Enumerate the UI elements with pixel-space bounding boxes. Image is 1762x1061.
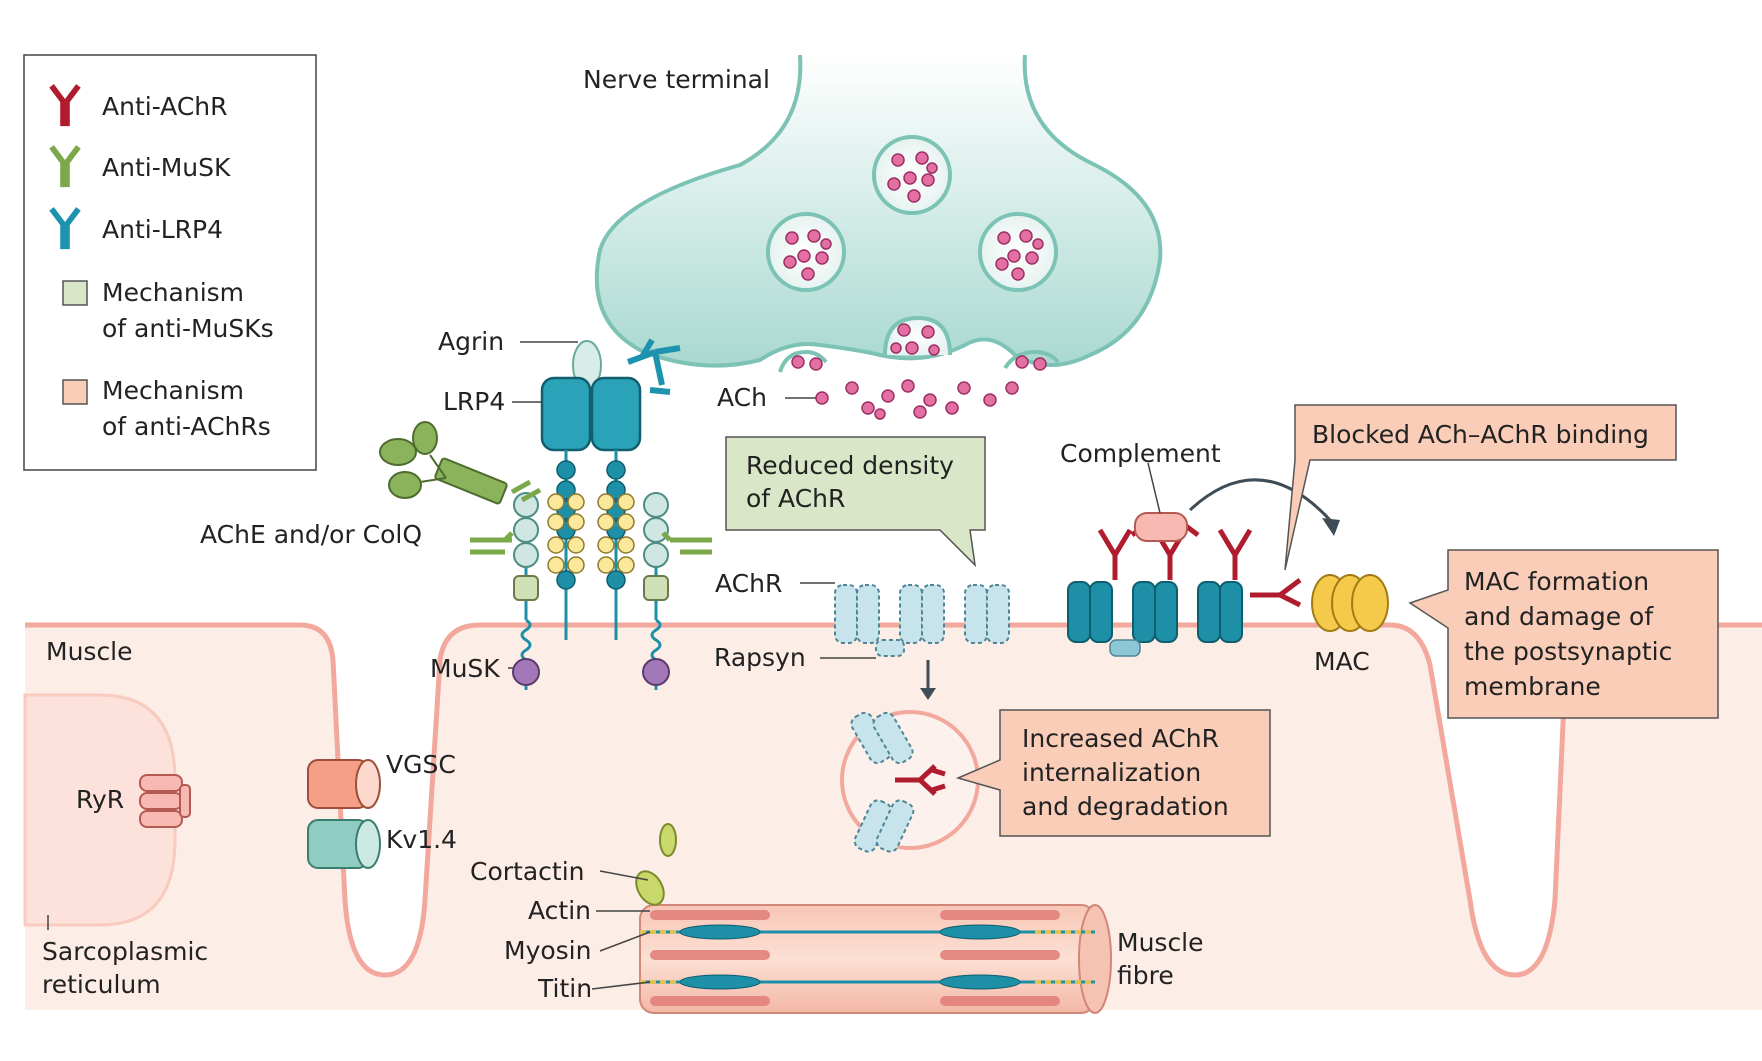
nerve-terminal <box>594 54 1163 368</box>
label-mac: MAC <box>1314 647 1370 676</box>
square-swatch-icon <box>62 379 88 405</box>
callout-text: and damage of <box>1464 602 1654 631</box>
label-fibre-1: Muscle <box>1117 928 1204 957</box>
callout-text: and degradation <box>1022 792 1229 821</box>
label-complement: Complement <box>1060 439 1221 468</box>
label-muscle: Muscle <box>46 637 133 666</box>
callout-internalization: Increased AChR internalization and degra… <box>955 709 1271 837</box>
ach-molecules <box>783 151 1047 420</box>
legend-label-mech-achr-2: of anti-AChRs <box>102 412 271 441</box>
callout-text: membrane <box>1464 672 1601 701</box>
ryr <box>139 774 191 828</box>
legend-label-mech-musk-1: Mechanism <box>102 278 244 307</box>
vgsc <box>307 759 381 809</box>
callout-text: MAC formation <box>1464 567 1649 596</box>
achr-faded <box>834 584 1010 657</box>
sarcoplasmic-reticulum <box>23 693 177 927</box>
legend-label-anti-musk: Anti-MuSK <box>102 153 231 182</box>
label-myosin: Myosin <box>504 936 591 965</box>
achr-bound <box>1067 478 1340 657</box>
legend-label-mech-achr-1: Mechanism <box>102 376 244 405</box>
callout-text: Blocked ACh–AChR binding <box>1312 420 1649 449</box>
label-rapsyn: Rapsyn <box>714 643 806 672</box>
label-cortactin: Cortactin <box>470 857 585 886</box>
label-actin: Actin <box>528 896 591 925</box>
lrp4-musk-complex <box>379 338 712 690</box>
label-achr: AChR <box>715 569 782 598</box>
kv14 <box>307 819 381 869</box>
label-musk: MuSK <box>430 654 500 683</box>
square-swatch-icon <box>62 280 88 306</box>
callout-text: of AChR <box>746 484 845 513</box>
callout-text: internalization <box>1022 758 1201 787</box>
label-ryr: RyR <box>76 785 124 814</box>
label-sr-2: reticulum <box>42 970 161 999</box>
callout-text: Reduced density <box>746 451 954 480</box>
callout-blocked-binding: Blocked ACh–AChR binding <box>1284 404 1677 571</box>
callout-text: the postsynaptic <box>1464 637 1672 666</box>
label-kv14: Kv1.4 <box>386 825 457 854</box>
mac <box>1311 574 1389 632</box>
label-sr-1: Sarcoplasmic <box>42 937 208 966</box>
legend-label-anti-lrp4: Anti-LRP4 <box>102 215 223 244</box>
legend-label-mech-musk-2: of anti-MuSKs <box>102 314 274 343</box>
legend-label-anti-achr: Anti-AChR <box>102 92 228 121</box>
label-fibre-2: fibre <box>1117 961 1174 990</box>
label-nerve-terminal: Nerve terminal <box>583 65 770 94</box>
callout-text: Increased AChR <box>1022 724 1219 753</box>
muscle-fibre <box>635 823 1112 1014</box>
label-titin: Titin <box>537 974 592 1003</box>
label-agrin: Agrin <box>438 327 504 356</box>
postsynaptic-membrane <box>25 622 1762 978</box>
label-ache-colq: AChE and/or ColQ <box>200 520 422 549</box>
callout-mac-formation: MAC formation and damage of the postsyna… <box>1408 549 1719 719</box>
legend: Anti-AChR Anti-MuSK Anti-LRP4 Mechanism … <box>23 54 317 471</box>
complement <box>1134 512 1188 542</box>
label-vgsc: VGSC <box>386 750 456 779</box>
callout-reduced-density: Reduced density of AChR <box>725 436 986 568</box>
label-lrp4: LRP4 <box>443 387 505 416</box>
label-ach: ACh <box>717 383 767 412</box>
